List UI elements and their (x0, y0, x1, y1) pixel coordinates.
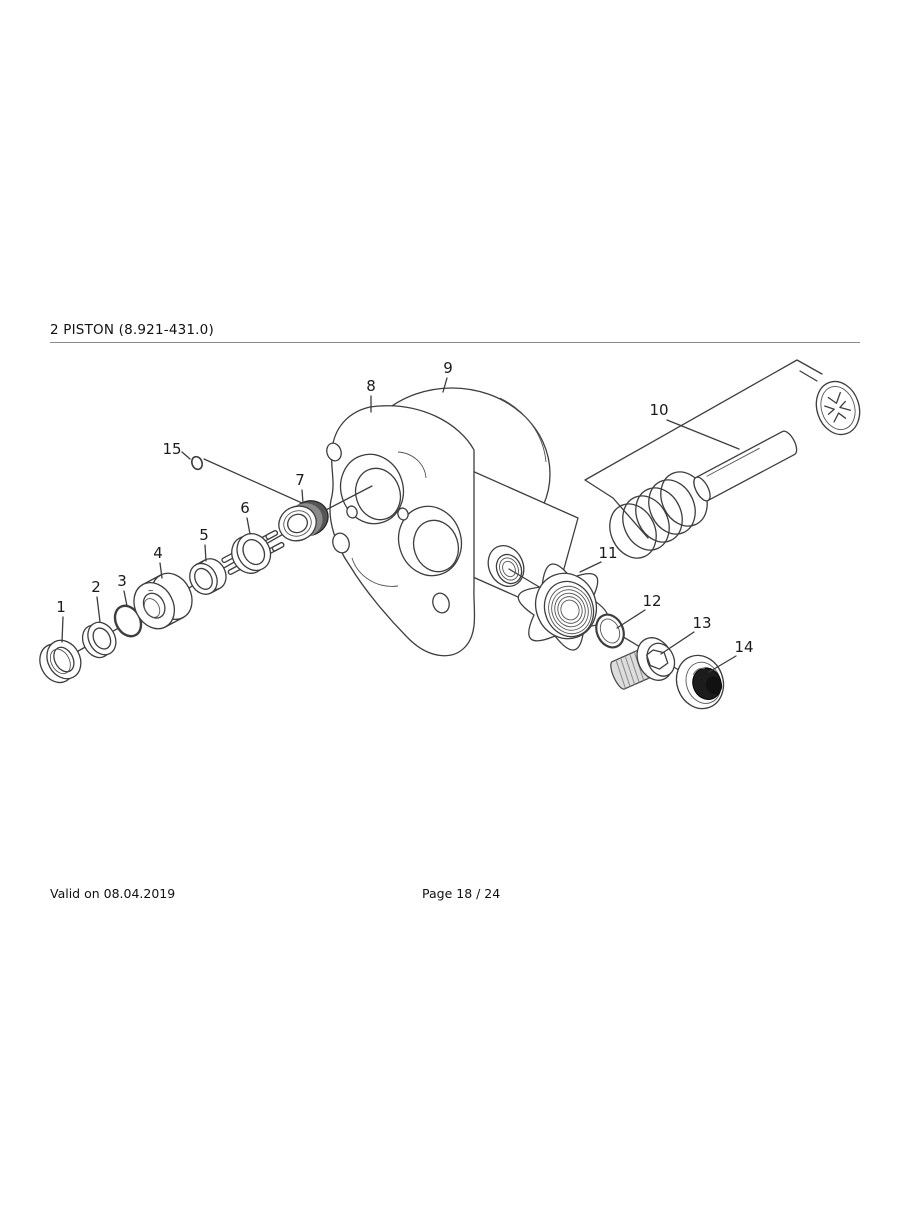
callout-2: 2 (91, 578, 101, 596)
callout-10: 10 (649, 401, 668, 419)
footer-valid-on: Valid on 08.04.2019 (50, 886, 176, 901)
callout-8: 8 (366, 377, 376, 395)
title-block: 2 PISTON (8.921-431.0) (50, 322, 862, 343)
callout-1: 1 (56, 598, 66, 616)
part-10-star-retainer (815, 380, 861, 436)
callout-4: 4 (153, 544, 163, 562)
callout-7: 7 (295, 471, 305, 489)
callout-9: 9 (443, 359, 453, 377)
callout-3: 3 (117, 572, 127, 590)
callout-5: 5 (199, 526, 209, 544)
part-10-piston-rod (693, 430, 798, 502)
group-bracket-10 (584, 359, 823, 539)
callout-15: 15 (162, 440, 181, 458)
title-divider (50, 342, 860, 343)
footer-page-number: Page 18 / 24 (422, 886, 501, 901)
callout-14: 14 (734, 638, 753, 656)
callout-12: 12 (642, 592, 661, 610)
part-5-ring (189, 558, 227, 595)
part-6-retainer-with-pins (221, 530, 285, 575)
callout-11: 11 (598, 544, 617, 562)
part-14-cap (675, 654, 725, 710)
part-15-small-o-ring (191, 455, 203, 471)
part-7-piston-seal (278, 500, 329, 542)
part-2-washer (81, 621, 117, 659)
part-11-knob-nut (517, 563, 609, 651)
part-13-threaded-plug (610, 637, 676, 690)
callout-13: 13 (692, 614, 711, 632)
page-title: 2 PISTON (8.921-431.0) (50, 322, 214, 338)
callout-6: 6 (240, 499, 250, 517)
part-1-seal-ring (39, 639, 82, 684)
callouts: 1 2 3 4 5 6 7 8 9 10 11 12 13 (56, 359, 754, 673)
part-8-front-plate (326, 405, 476, 657)
part-4-guide-nut (133, 572, 193, 630)
part-12-o-ring (595, 613, 625, 649)
